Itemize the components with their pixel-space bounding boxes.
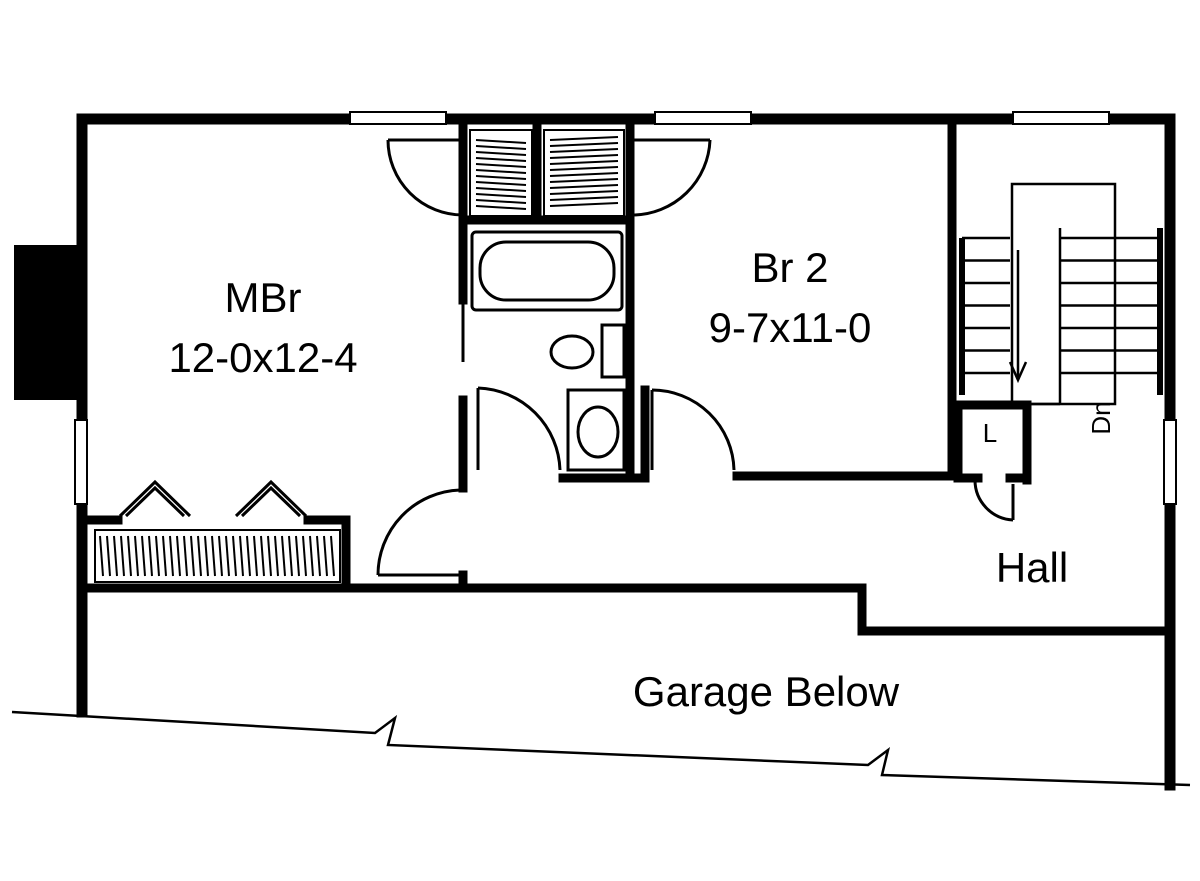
linen-label: L [983, 418, 997, 448]
hatch-line [162, 535, 167, 577]
hatch-line [246, 535, 251, 577]
window-mbr-left [74, 419, 88, 505]
hatch-line [549, 160, 619, 165]
mbr-closet-doors [118, 479, 308, 518]
hatch-line [549, 148, 619, 153]
hatch-line [475, 139, 527, 144]
hatch-line [260, 535, 265, 577]
hatch-line [549, 178, 619, 183]
hatch-line [288, 535, 293, 577]
hatch-line [549, 142, 619, 147]
hatch-line [316, 535, 321, 577]
hatch-line [225, 535, 230, 577]
toilet-bowl [576, 405, 620, 459]
window-hall-right [1163, 419, 1177, 505]
hatch-line [141, 535, 146, 577]
hatch-line [549, 190, 619, 195]
hatch-line [475, 151, 527, 156]
hatch-line [549, 172, 619, 177]
hatch-line [253, 535, 258, 577]
interior-walls [83, 121, 1170, 636]
br2-door [650, 388, 736, 471]
hatch-line [113, 535, 118, 577]
bath-fixtures [549, 323, 626, 472]
hatch-line [475, 205, 527, 210]
hatch-line [549, 154, 619, 159]
sink [549, 334, 595, 370]
hatch-line [295, 535, 300, 577]
hatch-line [475, 163, 527, 168]
hatch-line [281, 535, 286, 577]
hatch-line [218, 535, 223, 577]
hatch-line [475, 169, 527, 174]
mbr-door [376, 488, 461, 577]
hall-name: Hall [996, 544, 1068, 591]
hall-bottom-wall [83, 583, 1170, 636]
hatch-line [475, 181, 527, 186]
hatch-line [148, 535, 153, 577]
hatch-line [239, 535, 244, 577]
hatch-line [155, 535, 160, 577]
stairs-direction-label: Dn [1086, 401, 1116, 434]
top-closets [469, 129, 625, 217]
hatch-line [120, 535, 125, 577]
hatch-line [475, 157, 527, 162]
hatch-line [99, 535, 104, 577]
hatch-line [267, 535, 272, 577]
garage-label: Garage Below [633, 668, 900, 715]
hatch-line [183, 535, 188, 577]
hatch-line [302, 535, 307, 577]
hatch-line [204, 535, 209, 577]
hatch-line [549, 136, 619, 141]
staircase [959, 182, 1163, 406]
bathtub [470, 230, 624, 312]
hatch-line [330, 535, 335, 577]
mbr-size: 12-0x12-4 [168, 334, 357, 381]
hatch-line [106, 535, 111, 577]
hatch-line [211, 535, 216, 577]
vanity [566, 388, 626, 472]
hatch-line [475, 199, 527, 204]
br2-size: 9-7x11-0 [709, 304, 872, 351]
hatch-line [197, 535, 202, 577]
hatch-line [475, 193, 527, 198]
mbr-name: MBr [225, 274, 302, 321]
bath-door [461, 295, 562, 471]
hatch-line [323, 535, 328, 577]
toilet-tank [600, 323, 626, 379]
windows [74, 111, 1177, 505]
hatch-line [169, 535, 174, 577]
hatch-line [549, 196, 619, 201]
top-closet-doors [386, 138, 712, 217]
br2-name: Br 2 [751, 244, 828, 291]
window-br2-top [654, 111, 752, 125]
window-mbr-top [349, 111, 447, 125]
hatch-line [274, 535, 279, 577]
hatch-line [232, 535, 237, 577]
chimney [14, 245, 82, 400]
hatch-line [549, 184, 619, 189]
hatch-line [176, 535, 181, 577]
hatch-line [475, 175, 527, 180]
mbr-closet-shelf [94, 529, 341, 583]
hatch-line [475, 145, 527, 150]
linen-door [973, 479, 1015, 522]
garage-boundary [11, 710, 1191, 787]
hatch-line [309, 535, 314, 577]
hatch-line [127, 535, 132, 577]
hatch-line [190, 535, 195, 577]
hatch-line [475, 187, 527, 192]
hatch-line [549, 202, 619, 207]
hatch-line [134, 535, 139, 577]
window-hall-top [1012, 111, 1110, 125]
hatch-line [549, 166, 619, 171]
